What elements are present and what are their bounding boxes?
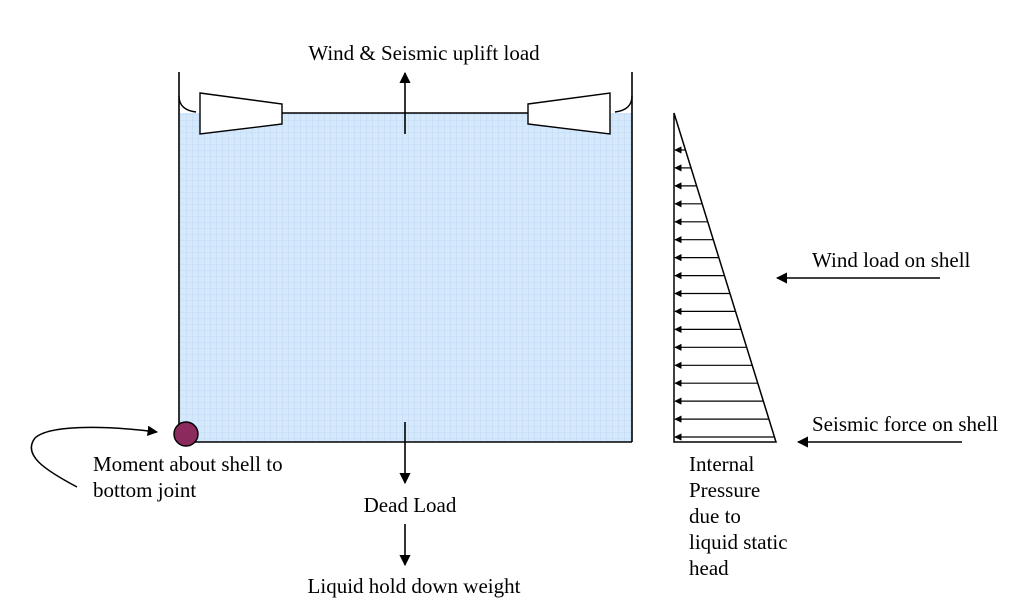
moment-label-line-2: bottom joint xyxy=(93,478,196,502)
hydrostatic-pressure-diagram xyxy=(673,112,778,443)
internal-pressure-label: Internal Pressure due to liquid static h… xyxy=(689,452,793,580)
internal-pressure-line-1: Internal xyxy=(689,452,754,476)
uplift-label: Wind & Seismic uplift load xyxy=(308,41,540,65)
liquid-body xyxy=(180,113,632,442)
internal-pressure-line-2: Pressure xyxy=(689,478,760,502)
roof-seal-left xyxy=(178,95,197,113)
hold-down-label: Liquid hold down weight xyxy=(308,574,521,598)
seismic-force-label: Seismic force on shell xyxy=(812,412,998,436)
pontoon-left xyxy=(199,92,283,135)
internal-pressure-line-3: due to xyxy=(689,504,741,528)
moment-arrow xyxy=(30,425,159,488)
internal-pressure-line-4: liquid static xyxy=(689,530,788,554)
internal-pressure-line-5: head xyxy=(689,556,729,580)
wind-load-label: Wind load on shell xyxy=(812,248,971,272)
pontoon-right xyxy=(527,92,611,135)
pressure-triangle xyxy=(673,112,778,443)
moment-label-line-1: Moment about shell to xyxy=(93,452,283,476)
moment-label: Moment about shell to bottom joint xyxy=(93,452,288,502)
roof-seal-right xyxy=(614,95,633,113)
joint-marker xyxy=(173,421,199,447)
dead-load-label: Dead Load xyxy=(364,493,457,517)
